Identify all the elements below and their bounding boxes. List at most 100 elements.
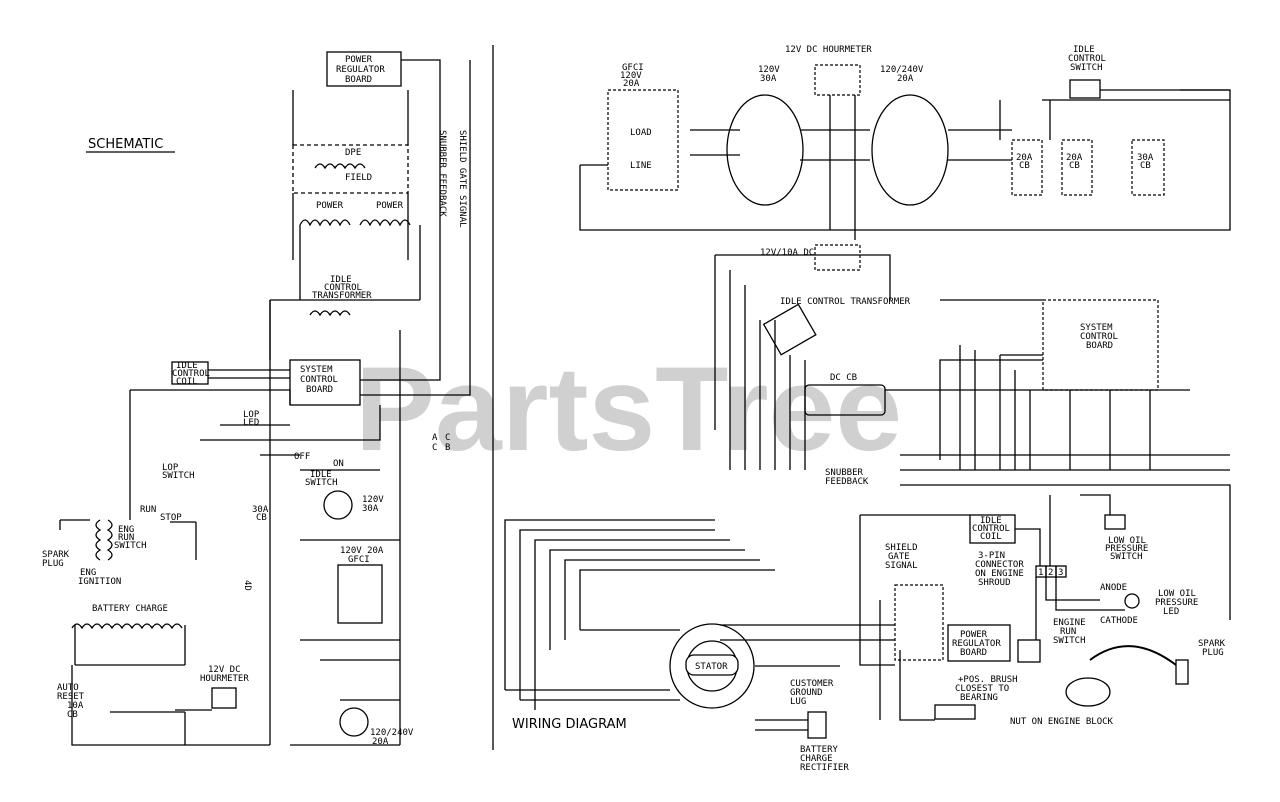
ict-line1: IDLE (330, 275, 352, 285)
snubber-feedback-vertical: SNUBBER FEEDBACK (437, 130, 447, 217)
gfci-box (607, 89, 679, 191)
line-label: LINE (630, 161, 652, 171)
icc-line2: CONTROL (172, 369, 210, 379)
off-label: OFF (294, 452, 310, 462)
wd-pin-2: CONNECTOR (975, 560, 1024, 570)
dc-40-label: 4D (242, 580, 252, 591)
wd-hourmeter: 12V DC HOURMETER (785, 45, 872, 55)
wd-prb-2: REGULATOR (952, 639, 1001, 649)
wd-sgs-1: SHIELD (885, 543, 918, 553)
schematic-section: SCHEMATIC POWER REGULATOR BOARD DPE FIEL… (42, 51, 471, 747)
idle-switch-1: IDLE (310, 470, 332, 480)
accb-4: B (445, 443, 450, 453)
wd-12v10a: 12V/10A DC (760, 248, 814, 258)
ar-3: 10A (67, 701, 84, 711)
wd-led-3: LED (1163, 607, 1179, 617)
wd-cb30-1: 30A (1137, 153, 1154, 163)
wd-ers-2: RUN (1060, 627, 1076, 637)
scb-line1: SYSTEM (300, 365, 333, 375)
wd-cathode: CATHODE (1100, 616, 1138, 626)
lop-led-2: LED (243, 418, 259, 428)
dpe-label: DPE (345, 148, 361, 158)
wd-30a-2: 30A (760, 74, 777, 84)
wiring-section: WIRING DIAGRAM GFCI 120V 20A LOAD LINE 1… (504, 45, 1231, 773)
out30-2: 30A (362, 504, 379, 514)
ers-3: SWITCH (114, 541, 147, 551)
lop-led-1: LOP (243, 410, 260, 420)
gfci-1: 120V 20A (340, 546, 384, 556)
prb-line3: BOARD (345, 75, 372, 85)
wd-spark-2: PLUG (1202, 648, 1224, 658)
wd-30a-1: 120V (758, 65, 780, 75)
cb30-1: 30A (252, 505, 269, 515)
wd-prb-1: POWER (960, 630, 988, 640)
wd-cb20a-1: 20A (1016, 153, 1033, 163)
watermark: PartsTree (355, 342, 902, 476)
prb-line2: REGULATOR (336, 65, 385, 75)
wd-sgs-3: SIGNAL (885, 561, 918, 571)
accb-1: A (432, 433, 438, 443)
wd-anode: ANODE (1100, 583, 1127, 593)
wd-ics-1: IDLE (1073, 45, 1095, 55)
accb-2: C (432, 443, 437, 453)
wd-icc-2: CONTROL (972, 524, 1010, 534)
on-label: ON (333, 459, 344, 469)
schematic-title: SCHEMATIC (88, 137, 163, 152)
run-label: RUN (140, 505, 156, 515)
wd-scb-3: BOARD (1086, 341, 1113, 351)
gfci-2: GFCI (348, 555, 370, 565)
prb-line1: POWER (345, 55, 373, 65)
scb-line3: BOARD (306, 385, 333, 395)
pin-1: 1 (1038, 568, 1043, 578)
wd-stator: STATOR (695, 662, 728, 672)
wd-sgs-2: GATE (888, 552, 910, 562)
wd-icc-1: IDLE (980, 516, 1002, 526)
wd-ers-1: ENGINE (1053, 618, 1086, 628)
wd-cb30-2: CB (1140, 161, 1151, 171)
wd-240-1: 120/240V (880, 65, 924, 75)
lop-switch-1: LOP (162, 463, 179, 473)
battery-charge-label: BATTERY CHARGE (92, 604, 168, 614)
accb-3: C (445, 433, 450, 443)
cb30-2: CB (256, 513, 267, 523)
wd-cgl-3: LUG (790, 697, 806, 707)
spark-plug-2: PLUG (42, 559, 64, 569)
eng-ign-2: IGNITION (78, 577, 121, 587)
wd-scb-1: SYSTEM (1080, 323, 1113, 333)
wd-spark-1: SPARK (1198, 639, 1226, 649)
load-label: LOAD (630, 128, 652, 138)
wd-lops-3: SWITCH (1110, 552, 1143, 562)
ar-2: RESET (57, 692, 85, 702)
wd-snubber-1: SNUBBER (825, 468, 864, 478)
field-label: FIELD (345, 173, 372, 183)
idle-switch-2: SWITCH (305, 478, 338, 488)
wd-ics-2: CONTROL (1068, 54, 1106, 64)
wd-dc-cb: DC CB (830, 373, 857, 383)
pin-3: 3 (1058, 568, 1063, 578)
out240-2: 20A (372, 737, 389, 747)
wd-led-1: LOW OIL (1158, 589, 1196, 599)
wd-lops-1: LOW OIL (1108, 536, 1146, 546)
wd-brush-2: CLOSEST TO (955, 684, 1009, 694)
wd-gfci-3: 20A (623, 79, 640, 89)
stator-outer (669, 623, 755, 709)
wd-pin-4: SHROUD (978, 578, 1011, 588)
spark-plug-1: SPARK (42, 550, 70, 560)
power-label-1: POWER (316, 201, 344, 211)
wd-nut: NUT ON ENGINE BLOCK (1010, 717, 1114, 727)
pin-2: 2 (1048, 568, 1053, 578)
out30-1: 120V (362, 495, 384, 505)
ar-1: AUTO (57, 683, 79, 693)
eng-ign-1: ENG (80, 568, 96, 578)
out240-1: 120/240V (370, 728, 414, 738)
wd-pin-1: 3-PIN (978, 551, 1005, 561)
wd-gfci-2: 120V (620, 71, 642, 81)
wd-bcr-2: CHARGE (800, 754, 833, 764)
wd-scb-2: CONTROL (1080, 332, 1118, 342)
hm-2: HOURMETER (200, 674, 249, 684)
wd-gfci-1: GFCI (622, 63, 644, 73)
scb-line2: CONTROL (300, 375, 338, 385)
wd-ict: IDLE CONTROL TRANSFORMER (780, 297, 911, 307)
